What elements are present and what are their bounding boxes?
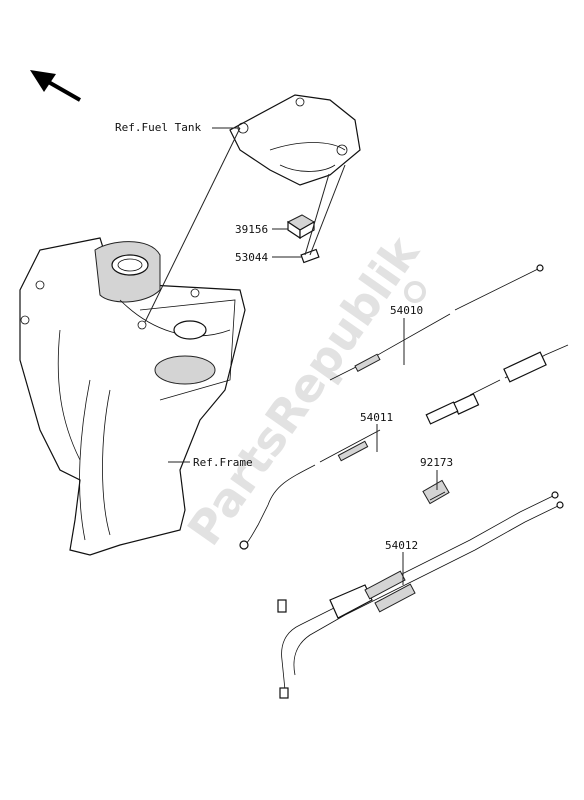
watermark-gear-icon xyxy=(404,281,426,303)
leader-lines xyxy=(144,127,438,585)
part-number-54010: 54010 xyxy=(390,304,423,317)
part-54011-cable xyxy=(239,344,569,550)
part-53044-clip xyxy=(300,248,320,264)
frame-assembly xyxy=(19,237,246,556)
part-39156-pad xyxy=(287,214,315,240)
ref-fuel-tank-label: Ref.Fuel Tank xyxy=(115,121,201,134)
part-92173-clamp xyxy=(422,479,450,505)
part-54012-cables xyxy=(277,491,564,699)
part-number-92173: 92173 xyxy=(420,456,453,469)
front-direction-arrow-icon xyxy=(30,70,81,102)
part-number-54011: 54011 xyxy=(360,411,393,424)
part-number-54012: 54012 xyxy=(385,539,418,552)
part-54010-cable xyxy=(329,264,544,381)
part-number-39156: 39156 xyxy=(235,223,268,236)
part-number-53044: 53044 xyxy=(235,251,268,264)
ref-frame-label: Ref.Frame xyxy=(193,456,253,469)
fuel-tank-bracket xyxy=(229,94,361,186)
